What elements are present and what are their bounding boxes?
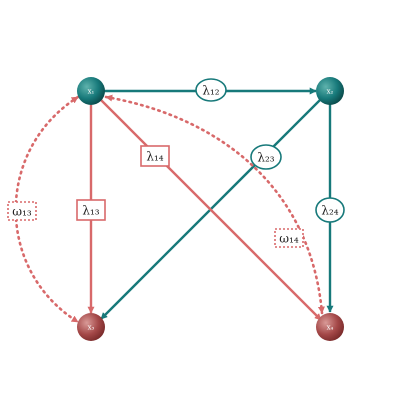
edge-lambda-13-label: λ₁₃ (82, 204, 99, 218)
edge-lambda-13: λ₁₃ (76, 105, 106, 314)
node-x2-label: x₂ (327, 88, 334, 96)
edge-lambda-24: λ₂₄ (315, 104, 345, 313)
node-x3-label: x₃ (88, 324, 95, 332)
edge-omega-14: ω₁₄ (104, 94, 325, 315)
edge-omega-14-curve (104, 94, 325, 315)
edge-omega-13-label: ω₁₃ (12, 205, 32, 219)
node-x3: x₃ (77, 313, 105, 341)
edge-lambda-24-label: λ₂₄ (321, 204, 338, 218)
edge-lambda-23-label: λ₂₃ (257, 151, 274, 165)
edge-lambda-14-label: λ₁₄ (146, 150, 163, 164)
node-x1-sphere (77, 77, 105, 105)
node-x4-sphere (316, 313, 344, 341)
edge-omega-13-label-box (7, 201, 37, 221)
edge-omega-14-label: ω₁₄ (279, 232, 299, 246)
node-x1: x₁ (77, 77, 105, 105)
node-x2: x₂ (316, 77, 344, 105)
node-x2-sphere (316, 77, 344, 105)
edge-lambda-12-label: λ₁₂ (202, 84, 219, 98)
edge-omega-13: ω₁₃ (7, 95, 80, 324)
node-x4-label: x₄ (327, 324, 334, 332)
node-x3-sphere (77, 313, 105, 341)
node-x4: x₄ (316, 313, 344, 341)
node-x1-label: x₁ (88, 88, 95, 96)
edge-lambda-12: λ₁₂ (104, 78, 317, 102)
edge-omega-14-label-box (274, 228, 304, 248)
